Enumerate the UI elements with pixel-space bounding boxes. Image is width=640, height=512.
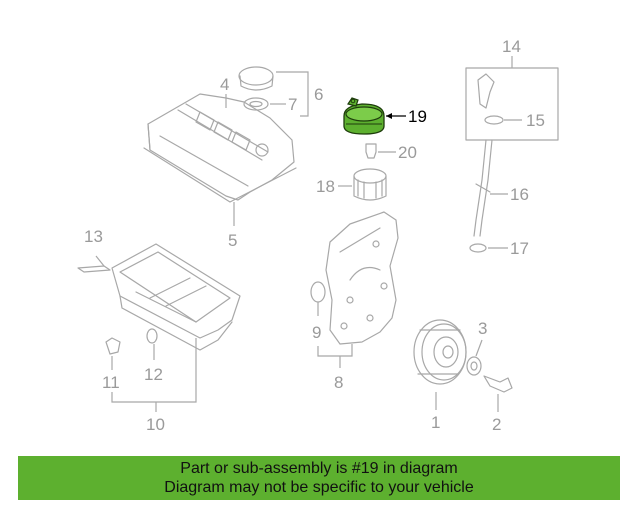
banner-line-2: Diagram may not be specific to your vehi… <box>164 479 474 496</box>
callout-5: 5 <box>228 231 237 250</box>
oil-filter[interactable] <box>353 168 387 201</box>
callout-13: 13 <box>84 227 103 246</box>
callout-19: 19 <box>408 107 427 126</box>
drain-gasket[interactable] <box>146 328 158 344</box>
parts-diagram: 4 6 7 5 13 11 12 10 9 8 1 3 2 14 15 16 1… <box>77 37 559 434</box>
callout-7: 7 <box>288 95 297 114</box>
callout-4: 4 <box>220 75 229 94</box>
callout-1: 1 <box>431 413 440 432</box>
cooler-bolt[interactable] <box>365 143 377 159</box>
callout-15: 15 <box>526 111 545 130</box>
oil-pan[interactable] <box>111 243 241 351</box>
oil-filler-cap[interactable] <box>238 66 274 91</box>
dipstick-handle[interactable] <box>477 73 495 109</box>
callout-8: 8 <box>334 373 343 392</box>
pan-gasket[interactable] <box>77 265 111 273</box>
pulley-washer[interactable] <box>466 356 482 376</box>
tube-o-ring[interactable] <box>469 243 487 253</box>
callout-6: 6 <box>314 85 323 104</box>
cap-gasket[interactable] <box>243 97 269 111</box>
callout-10: 10 <box>146 415 165 434</box>
callout-labels: 4 6 7 5 13 11 12 10 9 8 1 3 2 14 15 16 1… <box>84 37 545 434</box>
valve-cover[interactable] <box>143 93 297 203</box>
leader-lines <box>95 56 522 412</box>
info-banner: Part or sub-assembly is #19 in diagram D… <box>18 456 620 500</box>
banner-line-1: Part or sub-assembly is #19 in diagram <box>180 460 458 477</box>
callout-11: 11 <box>102 373 120 392</box>
dipstick-o-ring[interactable] <box>484 115 504 125</box>
crankshaft-pulley[interactable] <box>413 319 467 385</box>
callout-3: 3 <box>478 319 487 338</box>
timing-cover[interactable] <box>325 211 399 345</box>
oil-cooler-highlighted[interactable] <box>343 97 385 135</box>
callout-14: 14 <box>502 37 521 56</box>
callout-9: 9 <box>312 323 321 342</box>
timing-cover-seal[interactable] <box>310 281 326 303</box>
callout-18: 18 <box>316 177 335 196</box>
drain-plug[interactable] <box>105 337 121 355</box>
callout-16: 16 <box>510 185 529 204</box>
callout-20: 20 <box>398 143 417 162</box>
callout-17: 17 <box>510 239 529 258</box>
dipstick-tube[interactable] <box>473 139 493 237</box>
pulley-bolt[interactable] <box>483 375 513 393</box>
callout-12: 12 <box>144 365 163 384</box>
callout-2: 2 <box>492 415 501 434</box>
